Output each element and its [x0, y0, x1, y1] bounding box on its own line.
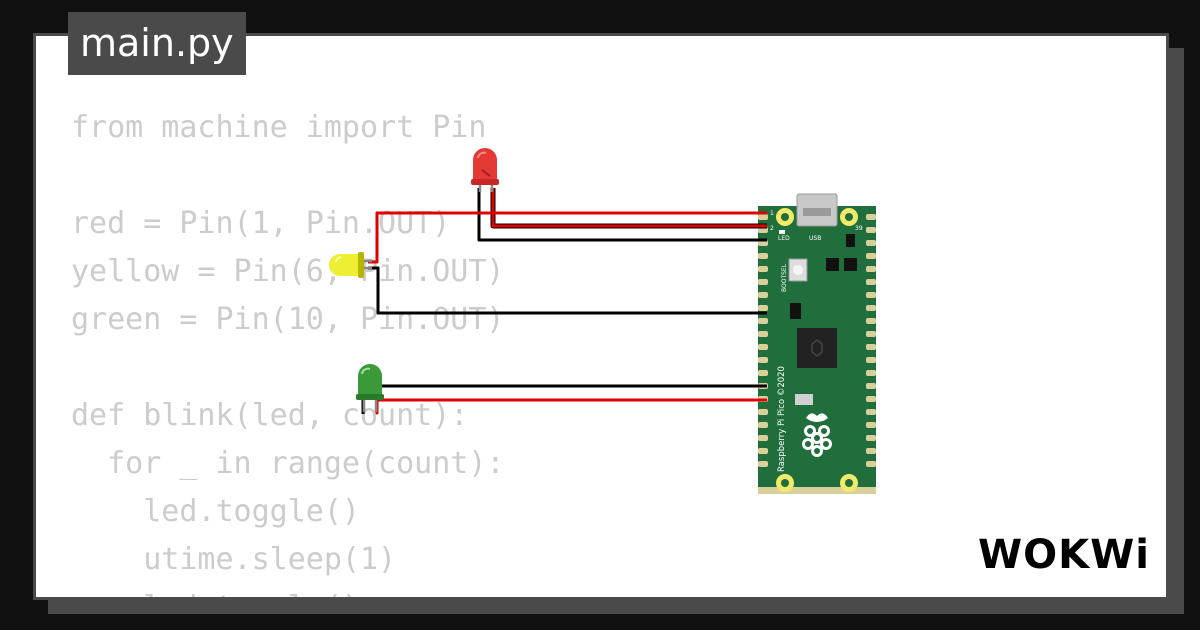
code-line: for _ in range(count): — [71, 446, 505, 481]
wire-yellow-led-cathode — [368, 266, 767, 315]
pin-label: 1 — [770, 210, 774, 217]
red-led-icon[interactable] — [471, 148, 499, 192]
code-line: led.toggle() — [71, 494, 360, 529]
smd-chip — [826, 258, 839, 271]
code-line: from machine import Pin — [71, 110, 487, 145]
onboard-led — [779, 230, 785, 234]
pin-label: 2 — [770, 225, 774, 232]
wokwi-logo[interactable]: WOKWi — [976, 526, 1152, 578]
smd-chip — [846, 234, 855, 247]
wires — [361, 188, 767, 415]
code-line: green = Pin(10, Pin.OUT) — [71, 302, 505, 337]
wire-green-led-anode — [375, 398, 767, 415]
crystal — [795, 394, 813, 405]
wokwi-logo-text: WOKWi — [978, 532, 1150, 578]
pico-board[interactable]: 1 2 39 LED USB BOOTSEL Raspberry Pi Pico… — [758, 193, 876, 494]
code-line: utime.sleep(1) — [71, 542, 397, 577]
wire-red-led-cathode — [477, 188, 767, 242]
smd-chip — [844, 258, 857, 271]
green-led-icon[interactable] — [356, 364, 384, 412]
code-line: led.toggle() — [71, 584, 504, 597]
pin-row-bottom — [758, 487, 876, 494]
pin-label: 39 — [855, 225, 863, 232]
wokwi-logo-mark: WOKWi — [978, 532, 1150, 578]
board-name: Raspberry Pi Pico ©2020 — [777, 366, 787, 472]
rp2040-chip — [797, 328, 837, 368]
wire-red-led-anode — [491, 188, 767, 228]
yellow-led-icon[interactable] — [329, 252, 372, 278]
wire-outline — [490, 188, 767, 229]
raspberry-pi-logo — [802, 413, 832, 457]
wire-yellow-led-anode — [368, 211, 767, 264]
led-label: LED — [778, 235, 790, 242]
usb-label: USB — [809, 235, 821, 242]
pin-row-right — [866, 214, 876, 467]
code-line: yellow = Pin(6, Pin.OUT) — [71, 254, 505, 289]
file-tab[interactable]: main.py — [68, 12, 246, 75]
bootsel-label: BOOTSEL — [781, 263, 788, 292]
smd-chip — [790, 303, 801, 319]
